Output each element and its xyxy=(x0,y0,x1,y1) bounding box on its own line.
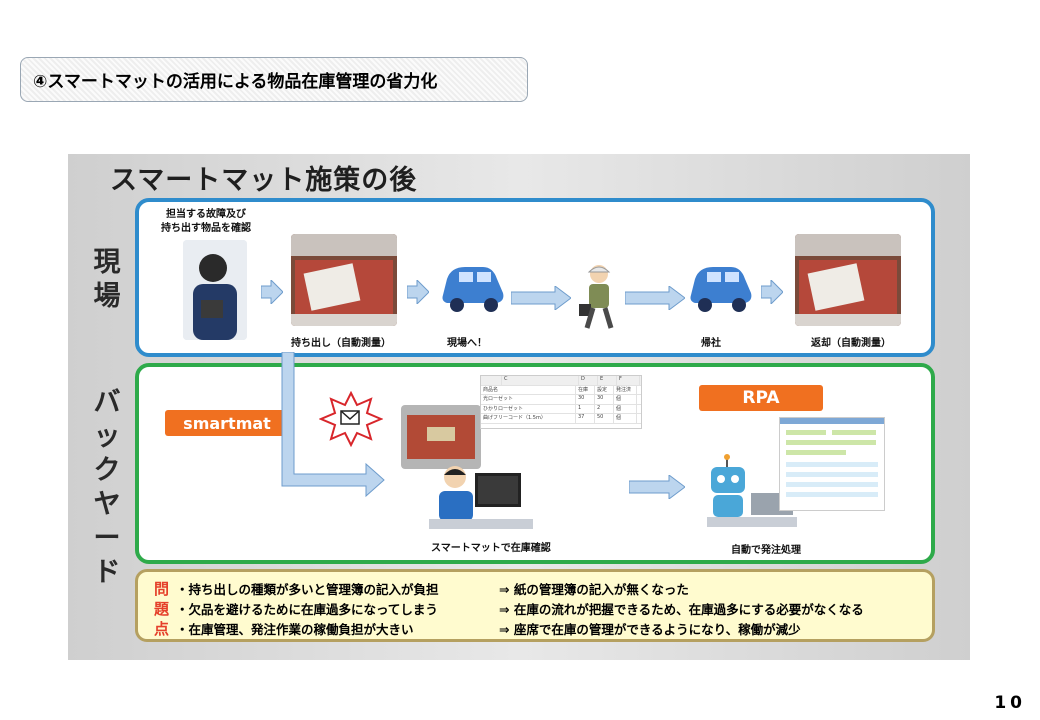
smartmat-badge: smartmat xyxy=(165,410,289,436)
flow-arrow-3 xyxy=(511,286,571,310)
issue-row: 点・在庫管理、発注作業の稼働負担が大きい⇒ 座席で在庫の管理ができるようになり、… xyxy=(154,620,801,638)
step3-caption: 帰社 xyxy=(701,338,721,349)
intro-caption: 担当する故障及び 持ち出す物品を確認 xyxy=(161,209,251,234)
slide-image: スマートマット施策の後 現場 バックヤード 担当する故障及び 持ち出す物品を確認 xyxy=(68,154,970,660)
shelf-photo-1 xyxy=(291,234,397,326)
flow-arrow-6 xyxy=(629,475,685,499)
flow-arrow-4 xyxy=(625,286,685,310)
order-caption: 自動で発注処理 xyxy=(731,545,801,556)
order-form-screenshot xyxy=(779,417,885,511)
label-backyard: バックヤード xyxy=(93,387,121,588)
mail-alert-icon xyxy=(319,391,383,447)
step4-caption: 返却（自動測量） xyxy=(811,338,891,349)
flow-line-to-backyard xyxy=(281,352,385,498)
slide-title: スマートマット施策の後 xyxy=(110,165,418,196)
car-return-icon xyxy=(690,267,752,312)
step1-caption: 持ち出し（自動測量） xyxy=(291,338,391,349)
section-title: ④スマートマットの活用による物品在庫管理の省力化 xyxy=(33,72,438,92)
car-icon xyxy=(442,267,504,312)
smartmat-device-photo xyxy=(401,405,481,469)
walking-worker-icon xyxy=(579,265,614,329)
issue-row: 題・欠品を避けるために在庫過多になってしまう⇒ 在庫の流れが把握できるため、在庫… xyxy=(154,600,864,618)
office-worker-icon xyxy=(429,466,533,529)
flow-arrow-1 xyxy=(261,280,283,304)
issues-panel: 問・持ち出しの種類が多いと管理簿の記入が負担⇒ 紙の管理簿の記入が無くなった 題… xyxy=(135,569,935,642)
page-number: 10 xyxy=(994,693,1026,713)
label-field: 現場 xyxy=(93,247,121,312)
section-title-box: ④スマートマットの活用による物品在庫管理の省力化 xyxy=(20,57,528,102)
field-panel: 担当する故障及び 持ち出す物品を確認 持ち出し（自動測量） xyxy=(135,198,935,357)
step2-caption: 現場へ！ xyxy=(447,338,487,349)
worker-photo xyxy=(183,240,247,340)
inventory-caption: スマートマットで在庫確認 xyxy=(431,543,551,554)
inventory-spreadsheet: C D E F 商品名 在庫 設定 発注済 光ローゼット 30 30 個 ひかり… xyxy=(480,375,642,429)
flow-arrow-2 xyxy=(407,280,429,304)
shelf-photo-2 xyxy=(795,234,901,326)
issue-row: 問・持ち出しの種類が多いと管理簿の記入が負担⇒ 紙の管理簿の記入が無くなった xyxy=(154,580,689,598)
flow-arrow-5 xyxy=(761,280,783,304)
rpa-badge: RPA xyxy=(699,385,823,411)
